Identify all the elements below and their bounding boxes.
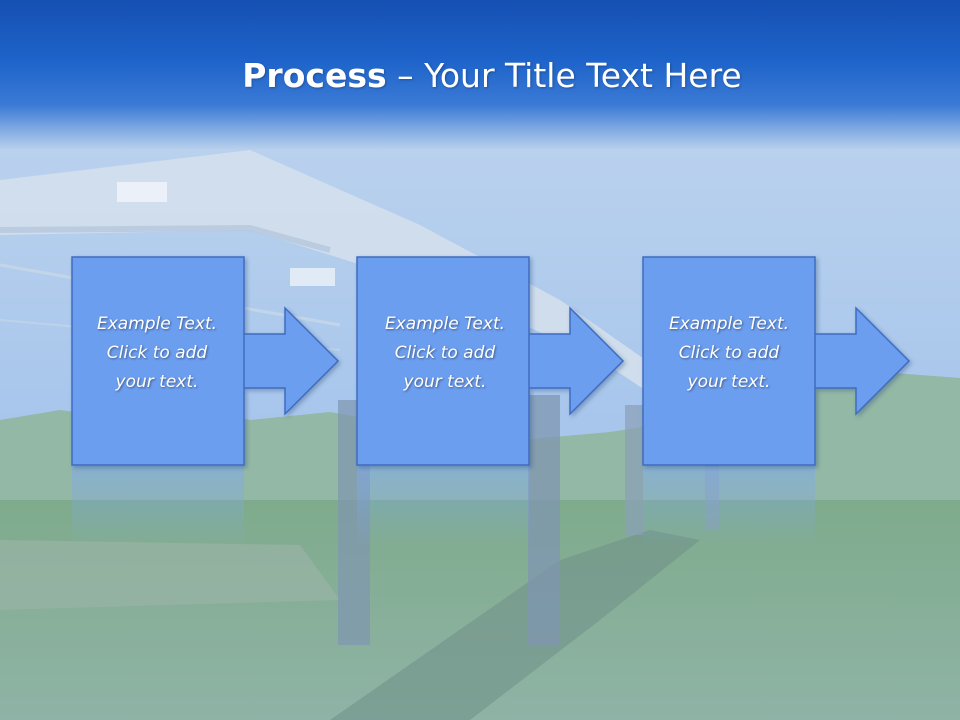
title-bold: Process	[242, 56, 387, 95]
step-3-arrow	[815, 306, 911, 416]
step-1-text[interactable]: Example Text. Click to add your text.	[72, 310, 242, 397]
title-band	[0, 0, 960, 150]
step-3-reflection	[643, 466, 815, 546]
step-2-line-1: Example Text.	[384, 314, 506, 334]
step-2-box	[356, 256, 530, 466]
process-step-3[interactable]	[642, 256, 911, 466]
step-2-reflection	[357, 466, 529, 546]
step-1-reflection	[72, 466, 244, 546]
step-2-line-3: your text.	[403, 372, 487, 392]
step-1-arrow	[244, 306, 340, 416]
step-2-line-2: Click to add	[394, 343, 496, 363]
step-2-arrow	[529, 306, 625, 416]
title-rest: – Your Title Text Here	[386, 56, 742, 95]
step-3-box	[642, 256, 816, 466]
process-step-1[interactable]	[71, 256, 340, 466]
step-1-line-2: Click to add	[106, 343, 208, 363]
step-3-line-1: Example Text.	[668, 314, 790, 334]
process-step-2[interactable]	[356, 256, 625, 466]
step-1-line-1: Example Text.	[96, 314, 218, 334]
step-2-text[interactable]: Example Text. Click to add your text.	[360, 310, 530, 397]
step-3-line-2: Click to add	[678, 343, 780, 363]
step-1-line-3: your text.	[115, 372, 199, 392]
step-1-box	[71, 256, 245, 466]
step-3-line-3: your text.	[687, 372, 771, 392]
step-3-text[interactable]: Example Text. Click to add your text.	[644, 310, 814, 397]
slide-title[interactable]: Process – Your Title Text Here	[0, 54, 960, 98]
